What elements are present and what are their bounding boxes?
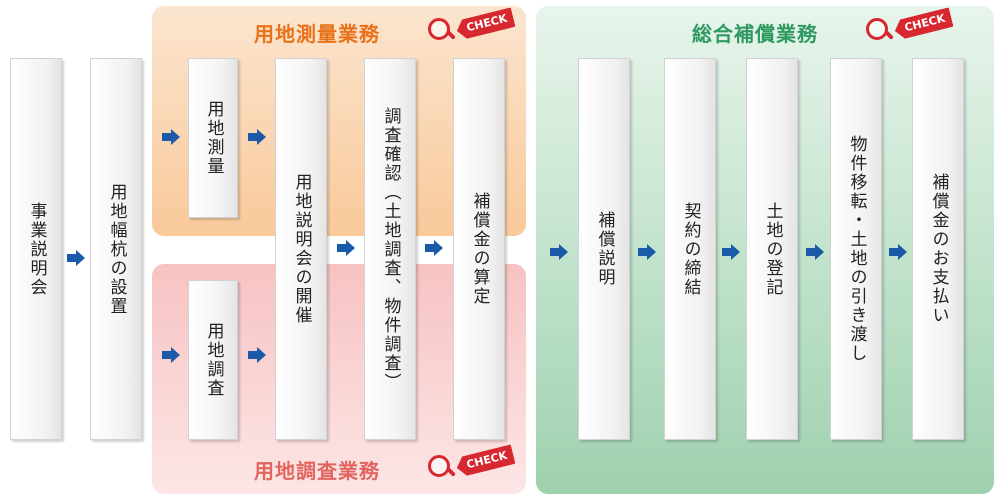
check-tag: CHECK xyxy=(454,444,515,477)
check-tag: CHECK xyxy=(892,7,953,40)
arrow-right-icon xyxy=(638,244,656,260)
step-investigation-confirmation: 調査確認（土地調査、物件調査） xyxy=(364,58,416,440)
arrow-right-icon xyxy=(162,347,180,363)
arrow-right-icon xyxy=(722,244,740,260)
step-registration: 土地の登記 xyxy=(746,58,798,440)
arrow-right-icon xyxy=(337,240,355,256)
step-label: 事業説明会 xyxy=(26,201,47,297)
step-project-briefing: 事業説明会 xyxy=(10,58,62,440)
investigation-check-badge[interactable]: CHECK xyxy=(428,449,520,479)
step-label: 調査確認（土地調査、物件調査） xyxy=(380,106,401,392)
magnifier-icon xyxy=(428,455,450,477)
step-compensation-calculation: 補償金の算定 xyxy=(453,58,505,440)
survey-check-badge[interactable]: CHECK xyxy=(428,12,520,42)
step-label: 補償金の算定 xyxy=(469,192,490,306)
step-label: 契約の締結 xyxy=(680,201,701,297)
step-label: 用地調査 xyxy=(203,322,224,398)
compensation-region-title: 総合補償業務 xyxy=(692,22,818,46)
step-land-survey: 用地測量 xyxy=(188,58,238,218)
arrow-right-icon xyxy=(67,250,85,266)
step-payment: 補償金のお支払い xyxy=(912,58,964,440)
step-label: 用地説明会の開催 xyxy=(291,173,312,325)
investigation-region-title: 用地調査業務 xyxy=(254,459,380,483)
magnifier-handle xyxy=(446,467,456,477)
step-label: 土地の登記 xyxy=(762,201,783,297)
step-land-investigation: 用地調査 xyxy=(188,280,238,440)
step-compensation-explanation: 補償説明 xyxy=(578,58,630,440)
step-label: 補償説明 xyxy=(594,211,615,287)
step-label: 補償金のお支払い xyxy=(928,173,949,325)
step-label: 物件移転・土地の引き渡し xyxy=(846,135,867,363)
step-transfer: 物件移転・土地の引き渡し xyxy=(830,58,882,440)
step-label: 用地測量 xyxy=(203,100,224,176)
magnifier-icon xyxy=(428,18,450,40)
arrow-right-icon xyxy=(806,244,824,260)
check-tag: CHECK xyxy=(454,7,515,40)
arrow-right-icon xyxy=(248,347,266,363)
arrow-right-icon xyxy=(162,129,180,145)
arrow-right-icon xyxy=(550,244,568,260)
compensation-check-badge[interactable]: CHECK xyxy=(866,12,958,42)
magnifier-handle xyxy=(446,30,456,40)
survey-region-title: 用地測量業務 xyxy=(254,22,380,46)
step-contract: 契約の締結 xyxy=(664,58,716,440)
magnifier-icon xyxy=(866,18,888,40)
step-stake-installation: 用地幅杭の設置 xyxy=(90,58,142,440)
arrow-right-icon xyxy=(889,244,907,260)
step-explanation-meeting: 用地説明会の開催 xyxy=(275,58,327,440)
magnifier-handle xyxy=(884,30,894,40)
step-label: 用地幅杭の設置 xyxy=(106,182,127,316)
arrow-right-icon xyxy=(248,129,266,145)
arrow-right-icon xyxy=(425,240,443,256)
